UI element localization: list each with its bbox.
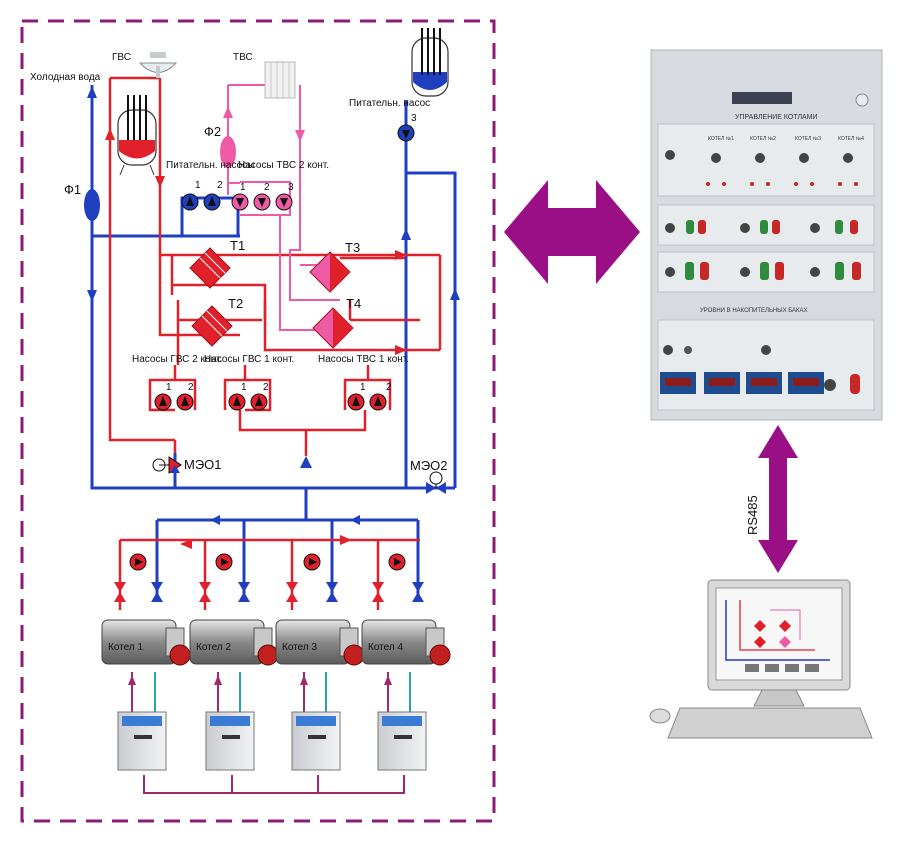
panel-display — [732, 92, 792, 104]
hot-flow-arrows — [105, 128, 407, 549]
meo2-label: МЭО2 — [410, 458, 448, 473]
sink-icon — [138, 52, 178, 78]
boiler-3-icon — [275, 619, 365, 666]
signal-arrows — [128, 675, 392, 685]
bidirectional-arrow-icon — [504, 180, 640, 284]
boiler-circ-pumps — [129, 553, 406, 571]
pump-num-2-gvs2: 2 — [188, 382, 194, 393]
t1-label: Т1 — [230, 238, 245, 253]
feed-pump-right-label: Питательн. насос — [349, 98, 430, 109]
pump-num-2-gvs1: 2 — [263, 382, 269, 393]
mouse-icon — [649, 708, 671, 724]
pump-num-2-tvs1: 2 — [386, 382, 392, 393]
feed-pump-right — [397, 124, 415, 142]
feed-pumps-left-label: Питательн. насосы — [166, 160, 254, 171]
t2-label: Т2 — [228, 296, 243, 311]
panel-boiler-switches — [665, 150, 858, 186]
boiler-1-label: Котел 1 — [108, 642, 143, 653]
boilers — [101, 619, 451, 666]
tvs2-pumps — [231, 193, 293, 211]
pump-num-1-tvs2: 1 — [240, 182, 246, 193]
radiator-icon — [264, 61, 296, 99]
pumps-tvs1-label: Насосы ТВС 1 конт. — [318, 354, 409, 365]
scheme-labels: Холодная вода ГВС ТВС Ф1 Ф2 Питательн. н… — [30, 52, 448, 653]
heat-exchanger-t1 — [189, 247, 231, 289]
boiler-4-label: Котел 4 — [368, 642, 403, 653]
panel-boiler-3-header: КОТЕЛ №3 — [795, 136, 821, 142]
pumps-gvs2-label: Насосы ГВС 2 конт. — [132, 354, 222, 365]
pump-num-1-feed: 1 — [195, 180, 201, 191]
boiler-1-icon — [101, 619, 191, 666]
f1-label: Ф1 — [64, 182, 81, 197]
keyboard-icon — [667, 707, 873, 739]
panel-boiler-1-header: КОТЕЛ №1 — [708, 136, 734, 142]
pump-num-1-gvs2: 1 — [166, 382, 172, 393]
heating-flow-arrows — [223, 106, 305, 142]
pumps-gvs1-label: Насосы ГВС 1 конт. — [204, 354, 294, 365]
control-cabinets — [117, 711, 427, 771]
panel-pump-controls-row1 — [665, 220, 858, 234]
boiler-2-icon — [189, 619, 279, 666]
pump-num-3-right: 3 — [411, 113, 417, 124]
dashed-frame — [20, 19, 496, 823]
meo2-valve — [426, 471, 446, 494]
heat-exchanger-t4 — [312, 307, 354, 349]
panel-level-indicators — [660, 345, 860, 394]
heat-exchanger-t2 — [191, 305, 233, 347]
pump-num-2-feed: 2 — [217, 180, 223, 191]
filter-f1-icon — [84, 189, 100, 221]
t3-label: Т3 — [345, 240, 360, 255]
boiler-3-label: Котел 3 — [282, 642, 317, 653]
panel-boiler-2-header: КОТЕЛ №2 — [750, 136, 776, 142]
heat-exchanger-t3 — [309, 251, 351, 293]
control-panel: УПРАВЛЕНИЕ КОТЛАМИ КОТЕЛ №1 КОТЕЛ №2 КОТ… — [650, 49, 883, 421]
pump-num-2-tvs2: 2 — [264, 182, 270, 193]
tvs-label: ТВС — [233, 52, 253, 63]
pump-num-3-tvs2: 3 — [288, 182, 294, 193]
cabinet-3-icon — [291, 711, 341, 771]
filter-f2-icon — [220, 136, 236, 168]
cabinet-2-icon — [205, 711, 255, 771]
boiler-4-icon — [361, 619, 451, 666]
t4-label: Т4 — [346, 296, 361, 311]
hot-storage-tank-icon — [117, 95, 157, 176]
cabinet-1-icon — [117, 711, 167, 771]
cabinet-4-icon — [377, 711, 427, 771]
meo1-valve — [152, 456, 182, 474]
cold-storage-tank-icon — [411, 28, 449, 97]
panel-title: УПРАВЛЕНИЕ КОТЛАМИ — [735, 114, 818, 121]
pumps-tvs2-label: Насосы ТВС 2 конт. — [238, 160, 329, 171]
boiler-signal-lines — [131, 672, 411, 794]
f2-label: Ф2 — [204, 124, 221, 139]
feed-pumps-left — [181, 193, 221, 211]
pump-num-1-tvs1: 1 — [360, 382, 366, 393]
cold-flow-arrows — [87, 86, 460, 525]
cold-water-label: Холодная вода — [30, 72, 101, 83]
boiler-valves — [114, 582, 424, 602]
panel-pump-controls-row2 — [665, 262, 861, 280]
rs485-arrow-icon — [758, 425, 798, 573]
gvs1-pumps — [228, 393, 268, 411]
computer-icon — [649, 579, 873, 739]
panel-levels-title: УРОВНИ В НАКОПИТЕЛЬНЫХ БАКАХ — [700, 308, 808, 314]
panel-boiler-4-header: КОТЕЛ №4 — [838, 136, 864, 142]
panel-indicator — [855, 93, 869, 107]
boiler-2-label: Котел 2 — [196, 642, 231, 653]
hot-water-pipes — [108, 76, 442, 610]
gvs-label: ГВС — [112, 52, 131, 63]
gvs2-pumps — [154, 393, 194, 411]
monitor-screen-scheme — [725, 600, 830, 672]
pump-num-1-gvs1: 1 — [241, 382, 247, 393]
meo1-label: МЭО1 — [184, 457, 222, 472]
tvs1-pumps — [347, 393, 387, 411]
rs485-label: RS485 — [745, 495, 760, 535]
